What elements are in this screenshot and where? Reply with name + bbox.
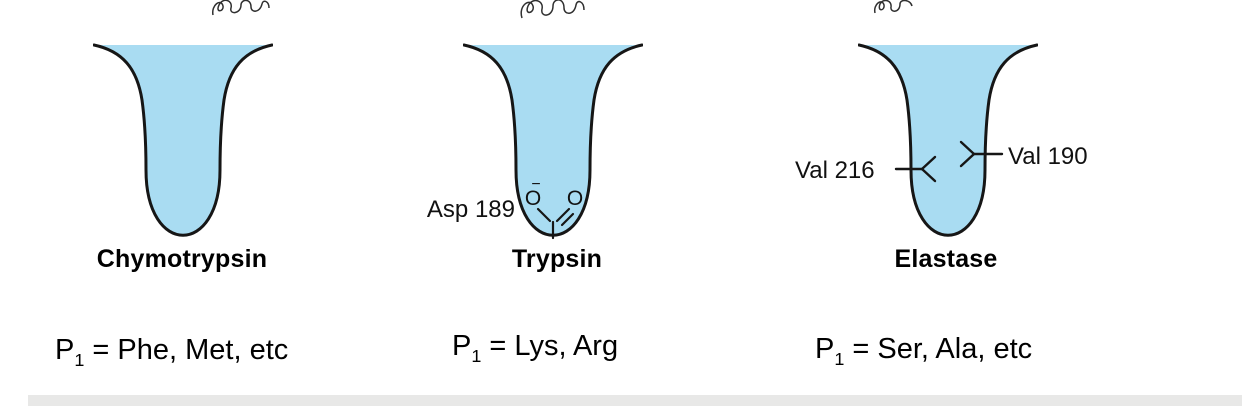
p1-symbol: P bbox=[55, 334, 75, 366]
p1-subscript: 1 bbox=[471, 345, 482, 366]
p1-residues: = Phe, Met, etc bbox=[84, 334, 289, 366]
pocket-outline bbox=[93, 43, 273, 237]
pocket-outline bbox=[858, 43, 1038, 237]
elastase-title: Elastase bbox=[894, 245, 998, 273]
val216-label: Val 216 bbox=[795, 157, 875, 184]
protein-scribble-icon bbox=[873, 0, 913, 14]
pocket-fill bbox=[859, 45, 1037, 236]
chymotrypsin-title: Chymotrypsin bbox=[96, 245, 268, 273]
p1-subscript: 1 bbox=[74, 349, 85, 370]
p1-subscript: 1 bbox=[834, 348, 845, 369]
val216-side-chain bbox=[894, 155, 937, 183]
elastase-binding-pocket bbox=[858, 43, 1038, 237]
chymotrypsin-binding-pocket bbox=[93, 43, 273, 237]
oxygen-left-label: O bbox=[525, 187, 541, 210]
val190-side-chain bbox=[959, 140, 1004, 168]
p1-residues: = Lys, Arg bbox=[481, 330, 619, 362]
chymotrypsin-p1-specificity: P1 = Phe, Met, etc bbox=[55, 334, 289, 370]
trypsin-binding-pocket: O − O bbox=[463, 43, 643, 240]
protein-scribble-icon bbox=[520, 0, 585, 19]
p1-symbol: P bbox=[452, 330, 472, 362]
trypsin-p1-specificity: P1 = Lys, Arg bbox=[452, 330, 619, 366]
carboxylate-group bbox=[536, 207, 575, 240]
pocket-fill bbox=[464, 45, 642, 236]
p1-symbol: P bbox=[815, 333, 835, 365]
p1-residues: = Ser, Ala, etc bbox=[844, 333, 1033, 365]
val190-label: Val 190 bbox=[1008, 143, 1088, 170]
asp189-label: Asp 189 bbox=[426, 196, 515, 223]
protein-scribble-icon bbox=[212, 0, 270, 16]
oxygen-right-label: O bbox=[567, 187, 583, 210]
elastase-p1-specificity: P1 = Ser, Ala, etc bbox=[815, 333, 1033, 369]
bottom-edge-bar bbox=[28, 395, 1242, 406]
trypsin-title: Trypsin bbox=[511, 245, 603, 273]
pocket-fill bbox=[94, 45, 272, 236]
minus-charge-label: − bbox=[531, 176, 540, 193]
